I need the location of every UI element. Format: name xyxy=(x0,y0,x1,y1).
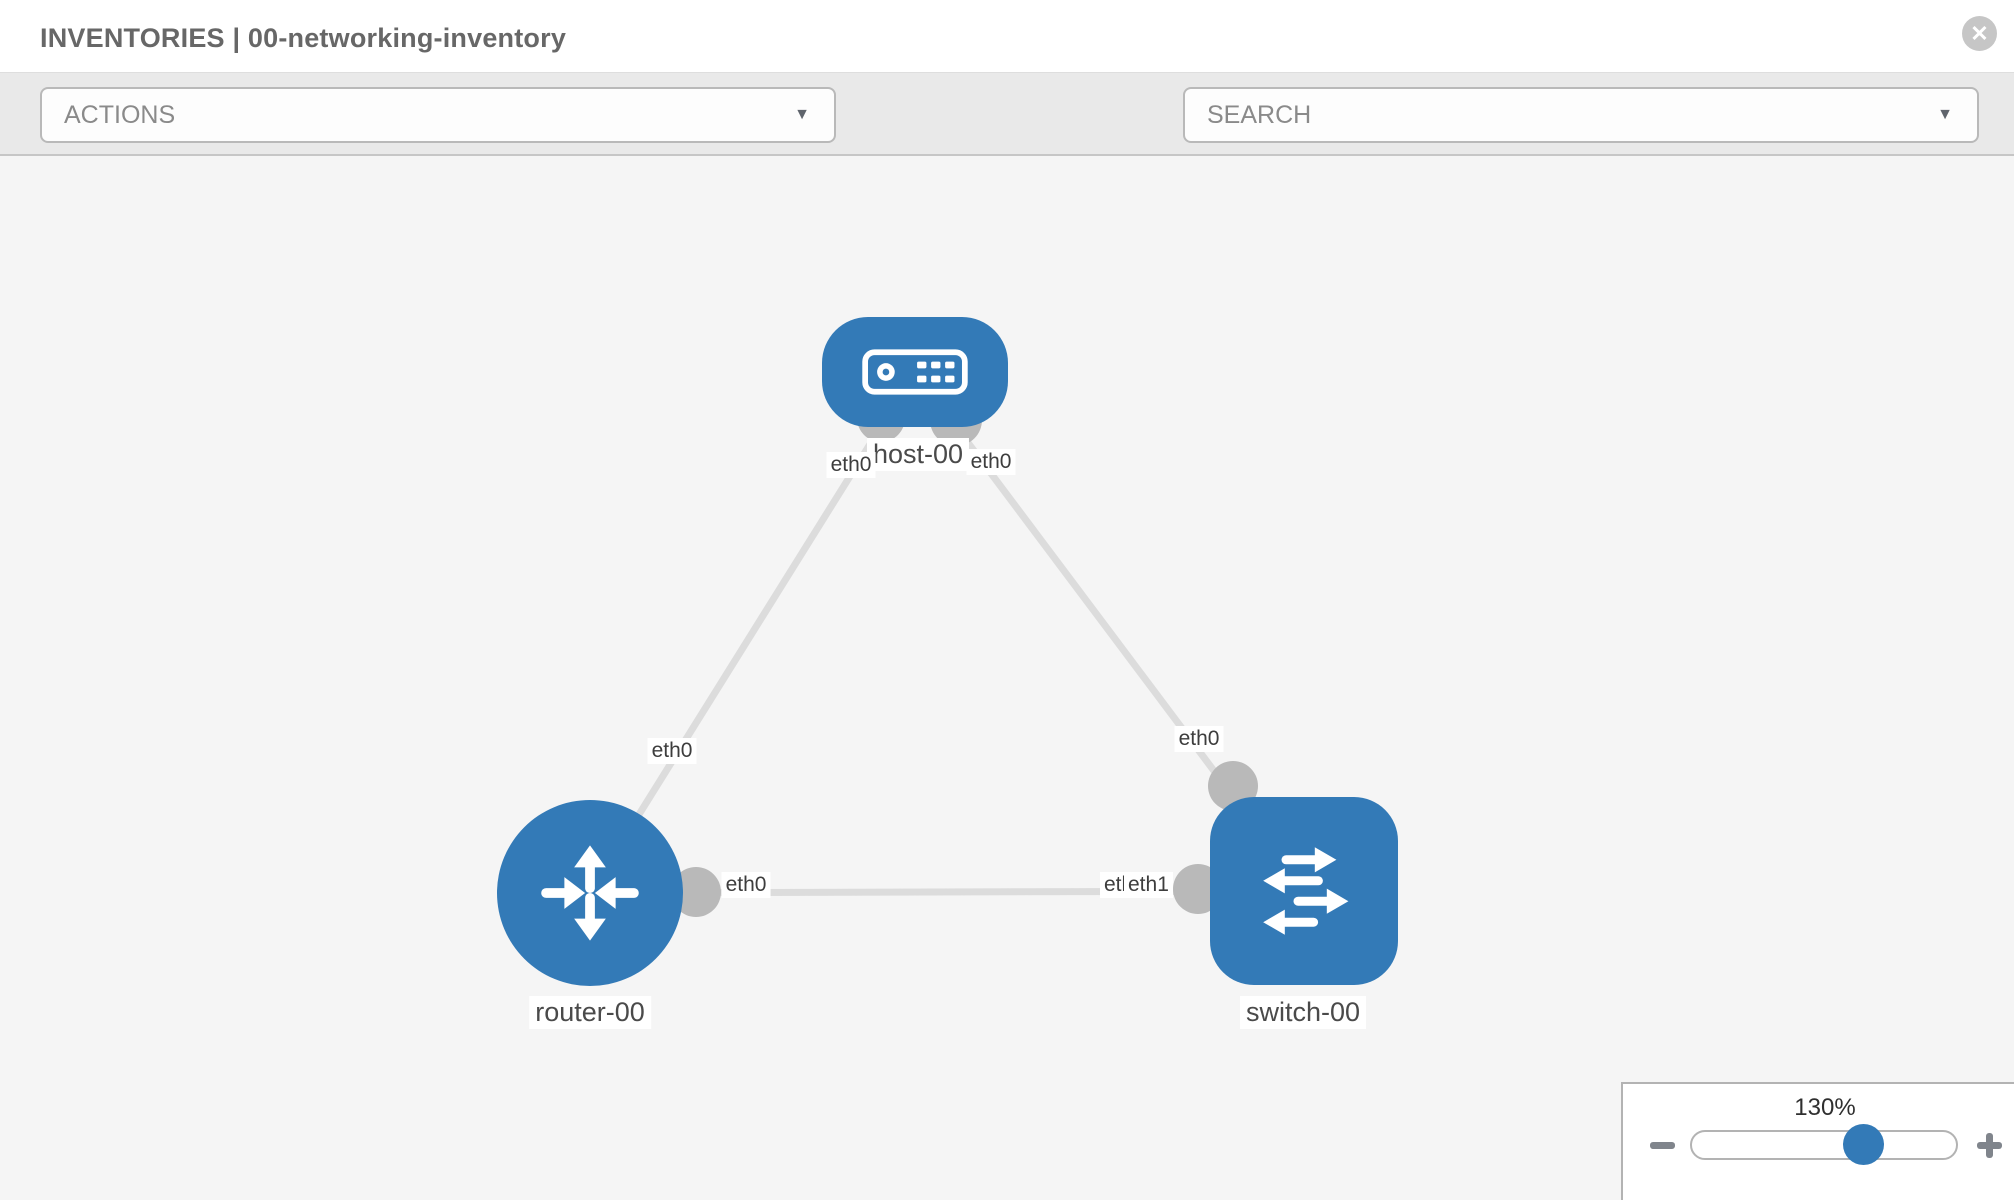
topology-canvas[interactable]: host-00 router-00 switch-00 eth0 eth0 et… xyxy=(0,156,2014,1200)
node-host-00[interactable] xyxy=(822,317,1008,427)
node-label-host: host-00 xyxy=(866,438,970,471)
search-dropdown[interactable]: SEARCH ▼ xyxy=(1183,87,1979,143)
iface-label-host-left: eth0 xyxy=(826,452,876,478)
header: INVENTORIES | 00-networking-inventory ✕ xyxy=(0,0,2014,72)
iface-label-switch-left-eth1: eth1 xyxy=(1124,872,1173,898)
chevron-down-icon: ▼ xyxy=(794,106,810,123)
iface-label-switch-uplink: eth0 xyxy=(1174,726,1224,752)
zoom-slider-thumb[interactable] xyxy=(1843,1124,1884,1165)
close-button[interactable]: ✕ xyxy=(1962,16,1997,51)
switch-icon xyxy=(1263,847,1349,935)
node-label-switch: switch-00 xyxy=(1239,996,1367,1029)
page-title: INVENTORIES | 00-networking-inventory xyxy=(40,23,567,53)
zoom-out-button[interactable] xyxy=(1648,1132,1678,1158)
close-icon: ✕ xyxy=(1970,21,1989,46)
node-router-00[interactable] xyxy=(497,800,683,986)
iface-label-router-uplink: eth0 xyxy=(647,738,697,764)
router-icon xyxy=(541,845,639,941)
actions-dropdown-label: ACTIONS xyxy=(64,101,176,129)
iface-connector-router-right xyxy=(671,867,721,917)
server-icon xyxy=(862,349,968,395)
zoom-panel: 130% xyxy=(1621,1082,2014,1200)
node-label-router: router-00 xyxy=(529,996,651,1029)
actions-dropdown[interactable]: ACTIONS ▼ xyxy=(40,87,836,143)
iface-label-router-right: eth0 xyxy=(721,872,771,898)
zoom-in-button[interactable] xyxy=(1975,1132,2005,1158)
node-switch-00[interactable] xyxy=(1210,797,1398,985)
toolbar: ACTIONS ▼ SEARCH ▼ xyxy=(0,72,2014,201)
zoom-level: 130% xyxy=(1794,1094,1856,1121)
zoom-slider-track[interactable] xyxy=(1690,1124,1958,1165)
chevron-down-icon: ▼ xyxy=(1937,106,1953,123)
search-dropdown-label: SEARCH xyxy=(1207,101,1312,129)
iface-label-host-right: eth0 xyxy=(966,449,1016,475)
links-layer xyxy=(587,369,1307,917)
